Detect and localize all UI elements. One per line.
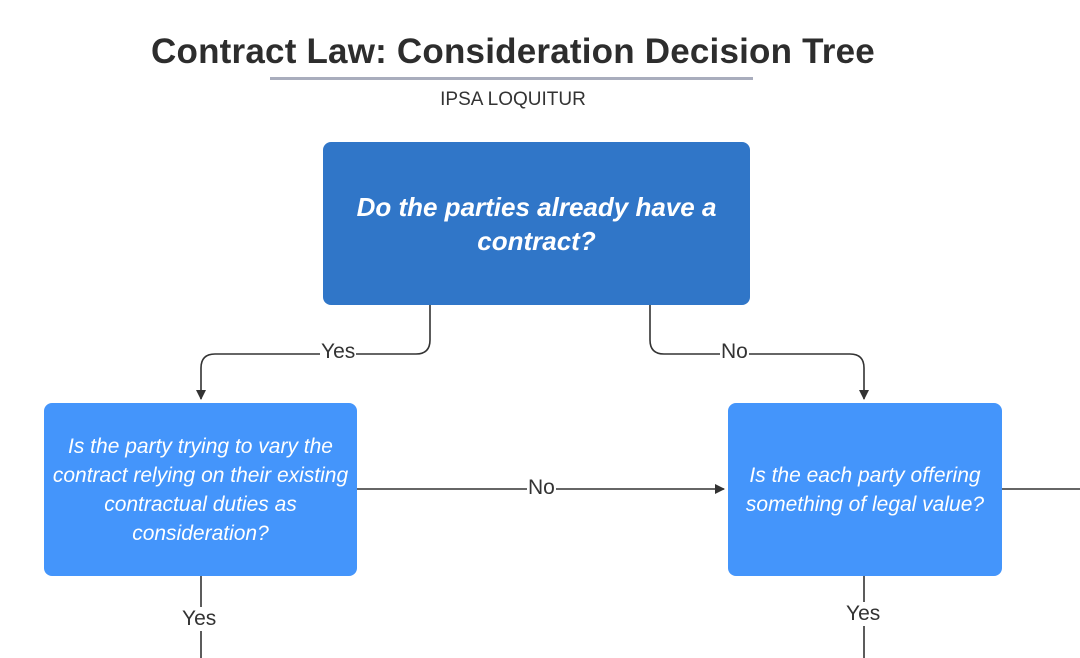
- page-title: Contract Law: Consideration Decision Tre…: [151, 32, 875, 71]
- node-left-question[interactable]: Is the party trying to vary the contract…: [44, 403, 357, 576]
- node-right-text: Is the each party offering something of …: [745, 463, 985, 516]
- title-underline: [270, 77, 753, 80]
- connector-root-no: [649, 305, 869, 400]
- edge-label-right-yes: Yes: [845, 602, 882, 626]
- edge-label-left-no: No: [527, 476, 556, 500]
- node-right-question[interactable]: Is the each party offering something of …: [728, 403, 1002, 576]
- edge-label-left-yes: Yes: [181, 607, 218, 631]
- edge-label-root-yes: Yes: [320, 340, 357, 364]
- node-root-question[interactable]: Do the parties already have a contract?: [323, 142, 750, 305]
- page-subtitle: IPSA LOQUITUR: [440, 89, 586, 110]
- edge-label-root-no: No: [720, 340, 749, 364]
- node-left-text: Is the party trying to vary the contract…: [52, 434, 349, 545]
- connector-root-yes: [196, 305, 431, 400]
- node-root-text: Do the parties already have a contract?: [356, 191, 717, 256]
